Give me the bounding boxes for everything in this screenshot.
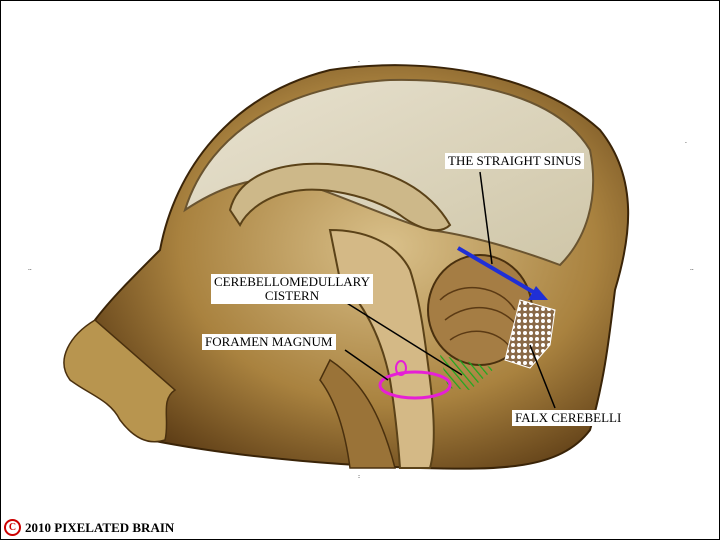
- svg-text:.: .: [685, 138, 687, 145]
- copyright-icon: C: [4, 519, 21, 536]
- cervical-region: [319, 358, 396, 469]
- falx-leader: [529, 344, 556, 409]
- label-falx-cerebelli: FALX CEREBELLI: [512, 410, 625, 426]
- cerebellomedullary-cistern: [440, 355, 495, 390]
- label-straight-sinus: THE STRAIGHT SINUS: [445, 153, 585, 169]
- foramen-leader: [344, 349, 389, 381]
- footer-text: 2010 PIXELATED BRAIN: [25, 519, 175, 535]
- footer-credit: C 2010 PIXELATED BRAIN: [4, 519, 174, 536]
- face-profile: [63, 319, 177, 443]
- label-cistern-line2: CISTERN: [264, 288, 320, 303]
- cistern-leader: [341, 299, 463, 376]
- corpus-callosum: [228, 162, 452, 232]
- straight-sinus-arrow: [456, 246, 537, 295]
- svg-text::: :: [358, 473, 360, 480]
- svg-text:..: ..: [690, 265, 694, 272]
- label-foramen-magnum: FORAMEN MAGNUM: [202, 334, 336, 350]
- foramen-magnum-ring: [378, 370, 452, 400]
- straight-sinus-leader: [479, 171, 493, 265]
- svg-text:.: .: [358, 57, 360, 64]
- label-cerebellomedullary-cistern: CEREBELLOMEDULLARY CISTERN: [211, 274, 373, 304]
- falx-cerebelli-region: [504, 299, 556, 369]
- svg-text:..: ..: [28, 265, 32, 272]
- label-cistern-line1: CEREBELLOMEDULLARY: [214, 274, 370, 289]
